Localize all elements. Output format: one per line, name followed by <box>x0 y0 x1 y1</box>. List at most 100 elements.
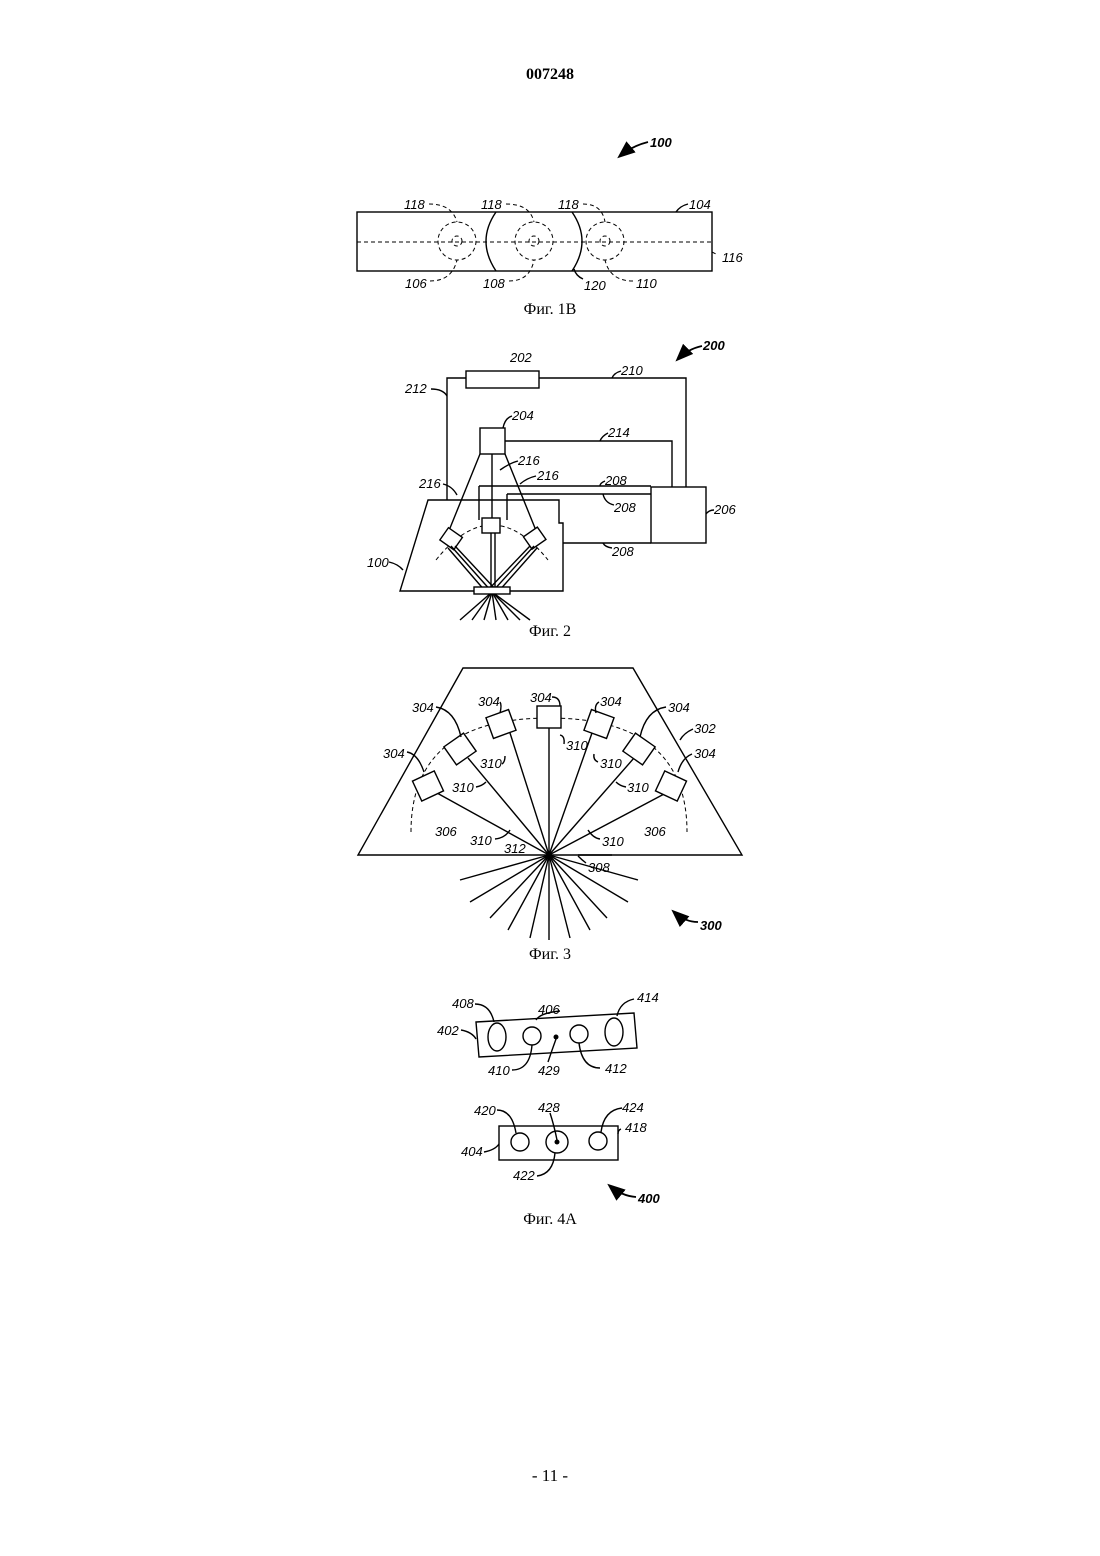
label-310-f: 310 <box>470 833 492 848</box>
focal-point-312 <box>546 852 552 858</box>
beam-lines <box>448 533 537 620</box>
label-310-b: 310 <box>452 780 474 795</box>
ref-arrow-200 <box>678 346 702 359</box>
cable-212 <box>447 378 466 500</box>
label-106: 106 <box>405 276 427 291</box>
figure-1b: 100 118 118 118 104 116 106 108 120 110 … <box>357 135 743 318</box>
caption-fig4a: Фиг. 4A <box>523 1211 577 1228</box>
label-402: 402 <box>437 1023 459 1038</box>
label-420: 420 <box>474 1103 496 1118</box>
transducer-center <box>482 518 500 533</box>
label-302: 302 <box>694 721 716 736</box>
ref-arrow-300 <box>674 912 698 922</box>
label-118-left: 118 <box>404 197 425 212</box>
transducer-right <box>523 527 546 549</box>
ref-label-100: 100 <box>650 135 672 150</box>
label-212: 212 <box>404 381 427 396</box>
label-100: 100 <box>367 555 389 570</box>
transducer-1 <box>412 771 443 801</box>
label-304-b: 304 <box>383 746 405 761</box>
transducer-6 <box>623 733 655 765</box>
sensor-110-outer <box>586 222 624 260</box>
label-304-f: 304 <box>668 700 690 715</box>
caption-fig3: Фиг. 3 <box>529 946 571 963</box>
label-202: 202 <box>509 350 532 365</box>
label-206: 206 <box>713 502 736 517</box>
element-414 <box>605 1018 623 1046</box>
label-304-d: 304 <box>530 690 552 705</box>
label-208-a: 208 <box>604 473 627 488</box>
label-304-g: 304 <box>694 746 716 761</box>
label-118-right: 118 <box>558 197 579 212</box>
label-428: 428 <box>538 1100 560 1115</box>
figure-3: 304 304 304 304 304 304 304 302 310 310 … <box>358 668 742 963</box>
label-310-g: 310 <box>602 834 624 849</box>
sensor-110-inner <box>600 236 610 246</box>
element-408 <box>488 1023 506 1051</box>
label-118-center: 118 <box>481 197 502 212</box>
element-420 <box>511 1133 529 1151</box>
label-216-a: 216 <box>517 453 540 468</box>
label-208-c: 208 <box>611 544 634 559</box>
transducer-4 <box>537 706 561 728</box>
ref-arrow-400 <box>610 1186 636 1197</box>
ref-label-200: 200 <box>702 338 725 353</box>
label-204: 204 <box>511 408 534 423</box>
label-120: 120 <box>584 278 606 293</box>
component-204 <box>480 428 505 454</box>
component-202 <box>466 371 539 388</box>
ref-arrow-100 <box>620 142 648 156</box>
label-208-b: 208 <box>613 500 636 515</box>
label-304-e: 304 <box>600 694 622 709</box>
element-410 <box>523 1027 541 1045</box>
transducer-2 <box>444 733 476 765</box>
caption-fig2: Фиг. 2 <box>529 623 571 640</box>
caption-fig1b: Фиг. 1B <box>524 301 577 318</box>
figure-2: 200 <box>367 338 736 640</box>
ref-label-400: 400 <box>637 1191 660 1206</box>
label-418: 418 <box>625 1120 647 1135</box>
label-116: 116 <box>722 250 743 265</box>
ref-label-300: 300 <box>700 918 722 933</box>
label-412: 412 <box>605 1061 627 1076</box>
label-216-c: 216 <box>418 476 441 491</box>
label-429: 429 <box>538 1063 560 1078</box>
label-210: 210 <box>620 363 643 378</box>
label-108: 108 <box>483 276 505 291</box>
focus-429 <box>554 1035 559 1040</box>
figure-4a: 408 406 414 402 410 429 412 420 428 424 … <box>437 990 660 1228</box>
label-216-b: 216 <box>536 468 559 483</box>
label-312: 312 <box>504 841 526 856</box>
controller-206 <box>651 487 706 543</box>
label-304-c: 304 <box>478 694 500 709</box>
focal-window <box>474 587 510 594</box>
element-412 <box>570 1025 588 1043</box>
label-310-d: 310 <box>600 756 622 771</box>
label-304-a: 304 <box>412 700 434 715</box>
sensor-108-outer <box>515 222 553 260</box>
element-424 <box>589 1132 607 1150</box>
label-104: 104 <box>689 197 711 212</box>
focus-428 <box>555 1140 560 1145</box>
transducer-5 <box>584 710 614 739</box>
label-408: 408 <box>452 996 474 1011</box>
page-footer-number: - 11 - <box>0 1466 1100 1486</box>
label-310-a: 310 <box>480 756 502 771</box>
sensor-106-inner <box>452 236 462 246</box>
array-housing-100 <box>400 500 563 591</box>
label-406: 406 <box>538 1002 560 1017</box>
label-422: 422 <box>513 1168 535 1183</box>
transducer-3 <box>486 710 516 739</box>
label-214: 214 <box>607 425 630 440</box>
label-306-b: 306 <box>644 824 666 839</box>
sensor-106-outer <box>438 222 476 260</box>
label-306-a: 306 <box>435 824 457 839</box>
label-404: 404 <box>461 1144 483 1159</box>
label-310-e: 310 <box>627 780 649 795</box>
label-110: 110 <box>636 276 657 291</box>
label-410: 410 <box>488 1063 510 1078</box>
label-308: 308 <box>588 860 610 875</box>
label-414: 414 <box>637 990 659 1005</box>
label-424: 424 <box>622 1100 644 1115</box>
